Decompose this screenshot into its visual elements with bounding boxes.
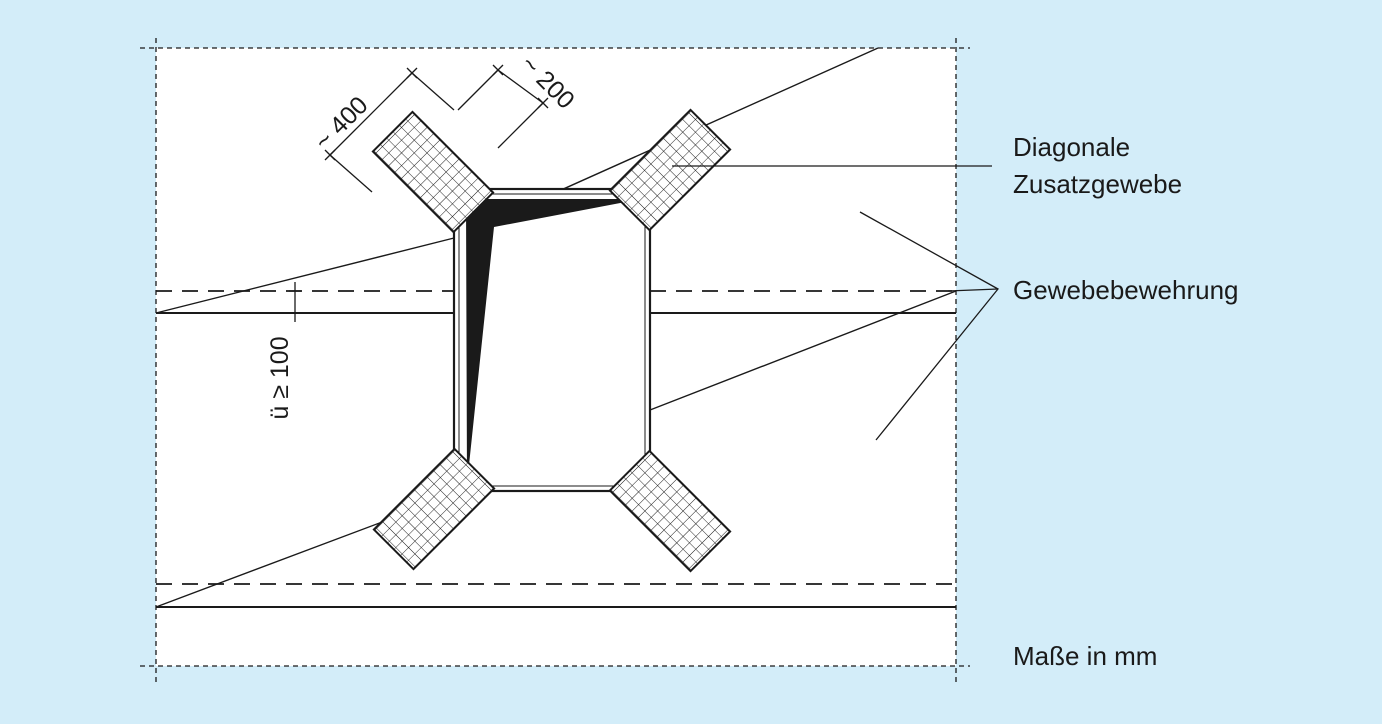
- label-diagonal-line2: Zusatzgewebe: [1013, 169, 1182, 199]
- label-units: Maße in mm: [1013, 641, 1157, 671]
- label-mesh: Gewebebewehrung: [1013, 275, 1239, 305]
- patch-dimension-lines: [324, 64, 549, 193]
- label-diagonal-line1: Diagonale: [1013, 132, 1130, 162]
- leader-lines: [672, 165, 999, 441]
- crack-wedge: [466, 199, 641, 484]
- wall-opening-inner: [458, 193, 646, 487]
- patch-top-left: [371, 110, 495, 234]
- patch-bottom-right: [608, 449, 732, 573]
- patch-top-right: [608, 108, 732, 232]
- overlap-dimension: [289, 282, 301, 322]
- mesh-strip-solid: [156, 312, 956, 608]
- diagonal-patches: [371, 108, 732, 573]
- patch-bottom-left: [372, 447, 496, 571]
- panel-boundary: [140, 38, 970, 684]
- dim-overlap-label: ü ≥ 100: [266, 336, 294, 419]
